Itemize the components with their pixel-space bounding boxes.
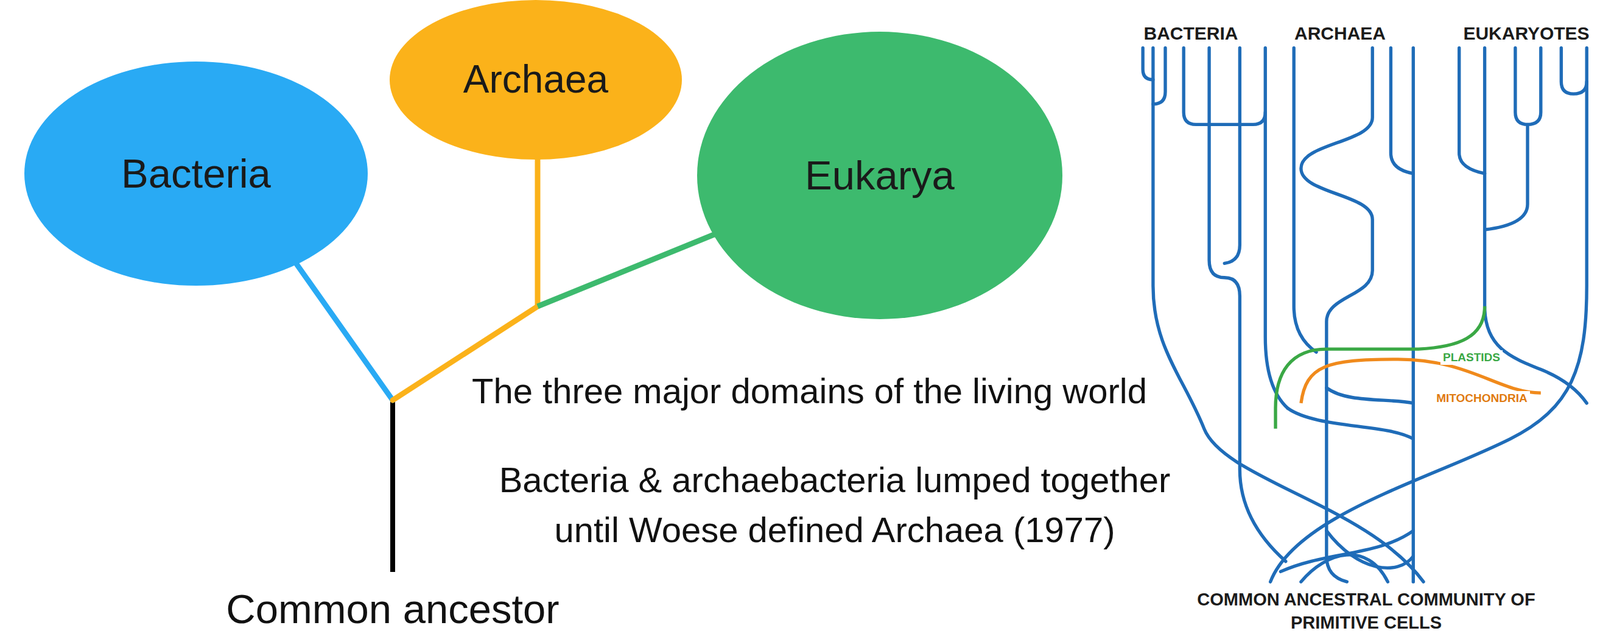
archaea-branch <box>535 152 541 307</box>
domain-name: Bacteria <box>121 149 271 197</box>
ancestor-community-label: COMMON ANCESTRAL COMMUNITY OF PRIMITIVE … <box>1171 587 1562 634</box>
tree-line <box>1224 48 1240 264</box>
ellipse-content: Eukarya <box>697 31 1063 320</box>
tree-line <box>1301 48 1373 582</box>
domain-ellipse: Archaea <box>389 0 682 160</box>
tree-line <box>1301 554 1388 582</box>
tree-line <box>1561 48 1587 94</box>
ellipse-content: Bacteria <box>24 61 368 286</box>
endosymbiont-label: PLASTIDS <box>1440 350 1503 365</box>
eukarya-branch <box>537 228 728 307</box>
column-heading: ARCHAEA <box>1294 23 1386 45</box>
tree-lines <box>1142 48 1587 582</box>
column-heading: EUKARYOTES <box>1463 23 1590 45</box>
tree-line <box>1209 48 1286 562</box>
ellipse-content: Archaea <box>389 0 682 160</box>
tree-line <box>1390 48 1414 174</box>
domain-ellipse: Bacteria <box>24 61 368 286</box>
tree-line <box>1280 530 1414 572</box>
bacteria-branch <box>295 263 393 400</box>
tree-line <box>1484 124 1528 230</box>
tree-line <box>1183 48 1266 125</box>
domain-name: Eukarya <box>804 151 955 199</box>
tree-line <box>1293 48 1317 352</box>
ellipse-fill <box>24 61 368 286</box>
ellipse-fill <box>697 31 1063 320</box>
domain-ellipse: Eukarya <box>697 31 1063 320</box>
tree-line <box>1326 387 1414 404</box>
tree-line <box>1270 48 1588 582</box>
tree-line <box>1153 48 1166 105</box>
ancestor-label: Common ancestor <box>225 585 559 632</box>
tree-line <box>1265 48 1288 409</box>
ellipse-fill <box>389 0 682 160</box>
column-heading: BACTERIA <box>1143 23 1239 45</box>
domain-name: Archaea <box>463 57 609 103</box>
tree-line <box>1287 407 1414 439</box>
trunk-line <box>390 398 396 572</box>
heading-note: The three major domains of the living wo… <box>471 370 1148 412</box>
tree-line <box>1515 48 1541 125</box>
tree-line <box>1142 48 1154 80</box>
tree-line <box>1411 48 1415 582</box>
endosymbiont-label: MITOCHONDRIA <box>1433 390 1530 406</box>
tree-line <box>1459 48 1485 174</box>
tree-line <box>1153 48 1424 582</box>
history-note: Bacteria & archaebacteria lumped togethe… <box>475 454 1194 555</box>
